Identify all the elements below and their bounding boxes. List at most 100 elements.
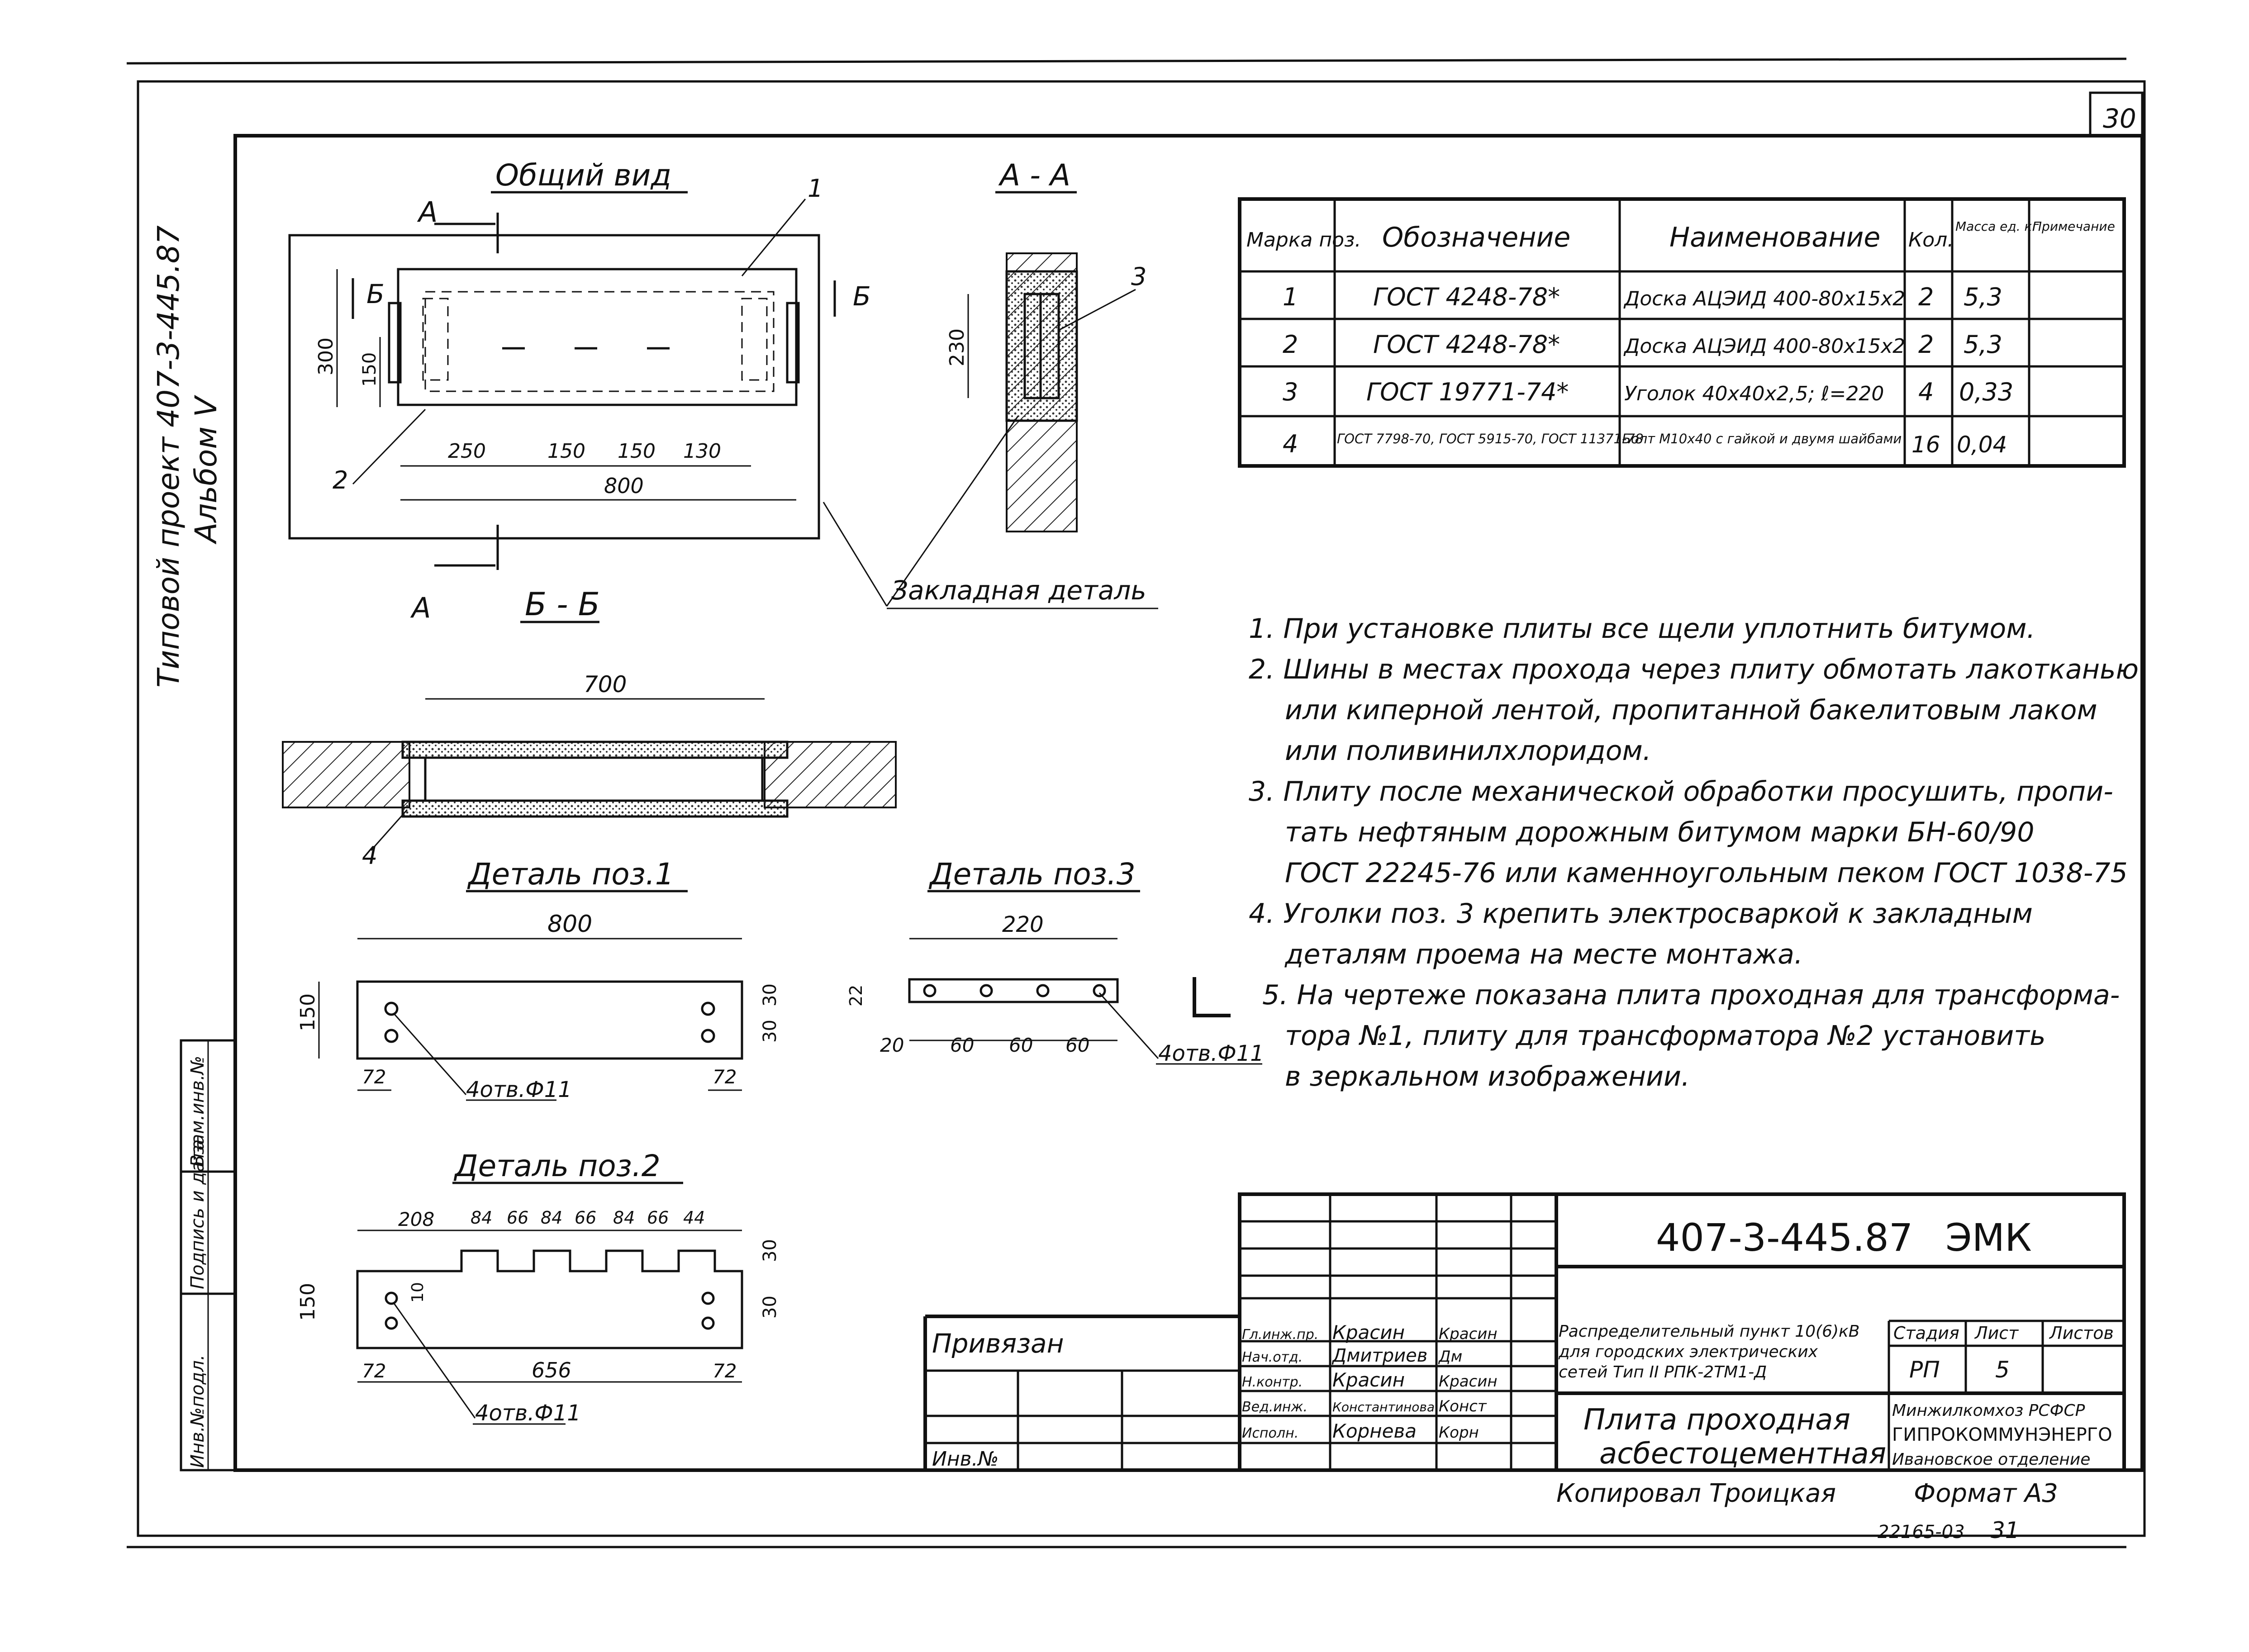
inv-label: Инв.№ (932, 1448, 998, 1471)
detail-3-dim-60c: 60 (1065, 1034, 1089, 1056)
embedded-part-label: Закладная деталь (891, 575, 1146, 606)
detail-2-dim-84b: 84 (541, 1208, 562, 1228)
role-5-name: Корнева (1332, 1420, 1417, 1442)
hdr-note: Примечание (2032, 219, 2115, 234)
role-3: Н.контр. (1242, 1374, 1303, 1390)
table-row: 4 ГОСТ 7798-70, ГОСТ 5915-70, ГОСТ 11371… (1283, 430, 2007, 458)
general-view: Общий вид А А Б Б 300 150 250 150 (288, 158, 871, 624)
table-row: 2 ГОСТ 4248-78* Доска АЦЭИД 400-80х15х2 … (1283, 330, 2002, 359)
section-b-right: Б (853, 281, 871, 312)
row-3-mass: 0,33 (1959, 378, 2013, 406)
detail-3-dim-60a: 60 (950, 1034, 974, 1056)
note-line: 4. Уголки поз. 3 крепить электросваркой … (1249, 898, 2033, 930)
note-line: деталям проема на месте монтажа. (1284, 939, 1803, 970)
detail-1-dim-30b: 30 (760, 1020, 780, 1043)
section-bb: Б - Б 700 4 (282, 586, 897, 870)
detail-3-dim-220: 220 (1002, 912, 1044, 937)
note-line: или киперной лентой, пропитанной бакелит… (1285, 694, 2097, 726)
detail-2-dim-72a: 72 (362, 1360, 386, 1382)
row-1-qty: 2 (1918, 283, 1934, 311)
sheets-label: Листов (2049, 1323, 2114, 1343)
sheet-label: Лист (1974, 1323, 2019, 1343)
hdr-designation: Обозначение (1382, 222, 1570, 253)
section-aa: А - А 230 3 Закладная деталь (823, 158, 1158, 609)
detail-1-holes: 4отв.Ф11 (466, 1077, 572, 1102)
detail-2-holes: 4отв.Ф11 (475, 1400, 581, 1426)
row-4-name: Болт М10х40 с гайкой и двумя шайбами (1622, 431, 1902, 446)
row-2-pos: 2 (1283, 330, 1298, 359)
detail-2-dim-150: 150 (296, 1283, 319, 1321)
org-line-3: Ивановское отделение (1892, 1450, 2090, 1469)
row-4-pos: 4 (1283, 430, 1298, 458)
role-5-sign: Корн (1439, 1424, 1479, 1442)
hdr-qty: Кол. (1908, 228, 1954, 252)
detail-1-dim-150: 150 (296, 993, 319, 1031)
detail-3-dim-22: 22 (846, 985, 866, 1006)
row-4-mass: 0,04 (1957, 432, 2007, 458)
dim-230: 230 (946, 328, 969, 366)
outer-frame (137, 80, 2146, 1537)
detail-2-dim-208: 208 (398, 1208, 434, 1230)
detail-2-dim-84a: 84 (471, 1208, 492, 1228)
detail-2-dim-66b: 66 (575, 1208, 596, 1228)
page-number-box (2089, 91, 2144, 137)
album-volume-label: Альбом V (189, 395, 223, 545)
dim-150-vertical: 150 (359, 352, 380, 387)
archive-number: 22165-03 (1878, 1522, 1965, 1543)
note-line: 3. Плиту после механической обработки пр… (1249, 776, 2113, 807)
row-3-designation: ГОСТ 19771-74* (1366, 378, 1569, 406)
row-1-designation: ГОСТ 4248-78* (1373, 283, 1560, 311)
strip-inv-label: Инв.№подл. (187, 1354, 208, 1468)
detail-3: Деталь поз.3 220 22 20 60 60 60 4отв.Ф11 (846, 857, 1264, 1066)
notes: 1. При установке плиты все щели уплотнит… (1249, 613, 2139, 1092)
row-2-qty: 2 (1918, 330, 1934, 359)
detail-1-dim-72a: 72 (362, 1066, 386, 1088)
copied-by: Копировал Троицкая (1556, 1479, 1836, 1508)
detail-3-title: Деталь поз.3 (928, 857, 1136, 892)
detail-2-dim-66c: 66 (647, 1208, 669, 1228)
title-block-mark: ЭМК (1945, 1215, 2032, 1260)
detail-1-title: Деталь поз.1 (467, 857, 674, 892)
detail-2-dim-656: 656 (532, 1358, 571, 1382)
note-line: в зеркальном изображении. (1285, 1061, 1690, 1092)
sheet-title-2: асбестоцементная (1599, 1437, 1886, 1471)
note-line: тать нефтяным дорожным битумом марки БН-… (1285, 817, 2035, 848)
pos-3-callout: 3 (1131, 262, 1146, 291)
role-5: Исполн. (1242, 1425, 1298, 1441)
detail-2: Деталь поз.2 208 84 66 84 66 84 66 44 15… (296, 1149, 780, 1426)
detail-2-dim-30a: 30 (760, 1239, 780, 1262)
hdr-name: Наименование (1669, 222, 1880, 253)
role-2-sign: Дм (1438, 1348, 1462, 1366)
role-3-name: Красин (1332, 1369, 1405, 1391)
row-1-mass: 5,3 (1964, 283, 2002, 311)
top-sheet-edge (126, 57, 2127, 65)
row-3-pos: 3 (1283, 378, 1298, 406)
album-project-label: Типовой проект 407-3-445.87 (151, 225, 186, 688)
hdr-pos: Марка поз. (1246, 228, 1361, 252)
sheet-title-1: Плита проходная (1583, 1403, 1850, 1437)
detail-1-dim-72b: 72 (713, 1066, 737, 1088)
dim-130: 130 (683, 440, 721, 463)
row-2-mass: 5,3 (1964, 330, 2002, 359)
strip-replace-label: Взам.инв.№ (187, 1056, 208, 1167)
section-bb-title: Б - Б (525, 586, 600, 623)
detail-1-dim-30a: 30 (760, 983, 780, 1006)
detail-2-dim-72b: 72 (713, 1360, 737, 1382)
role-3-sign: Красин (1439, 1372, 1498, 1391)
pos-1-callout: 1 (808, 174, 823, 203)
role-4: Вед.инж. (1242, 1399, 1308, 1415)
role-4-name: Константинова (1332, 1400, 1435, 1415)
note-line: 1. При установке плиты все щели уплотнит… (1249, 613, 2035, 645)
detail-2-dim-44: 44 (683, 1208, 705, 1228)
pos-2-callout: 2 (333, 466, 348, 494)
object-line-1: Распределительный пункт 10(6)кВ (1559, 1322, 1859, 1341)
row-2-designation: ГОСТ 4248-78* (1373, 330, 1560, 359)
table-row: 1 ГОСТ 4248-78* Доска АЦЭИД 400-80х15х2 … (1283, 283, 2002, 311)
role-1-name: Красин (1332, 1321, 1405, 1343)
strip-sign-label: Подпись и дата (187, 1139, 208, 1289)
role-4-sign: Конст (1439, 1397, 1487, 1415)
detail-3-dim-20: 20 (880, 1034, 904, 1056)
note-line: 5. На чертеже показана плита проходная д… (1262, 979, 2120, 1011)
row-3-qty: 4 (1918, 378, 1934, 406)
